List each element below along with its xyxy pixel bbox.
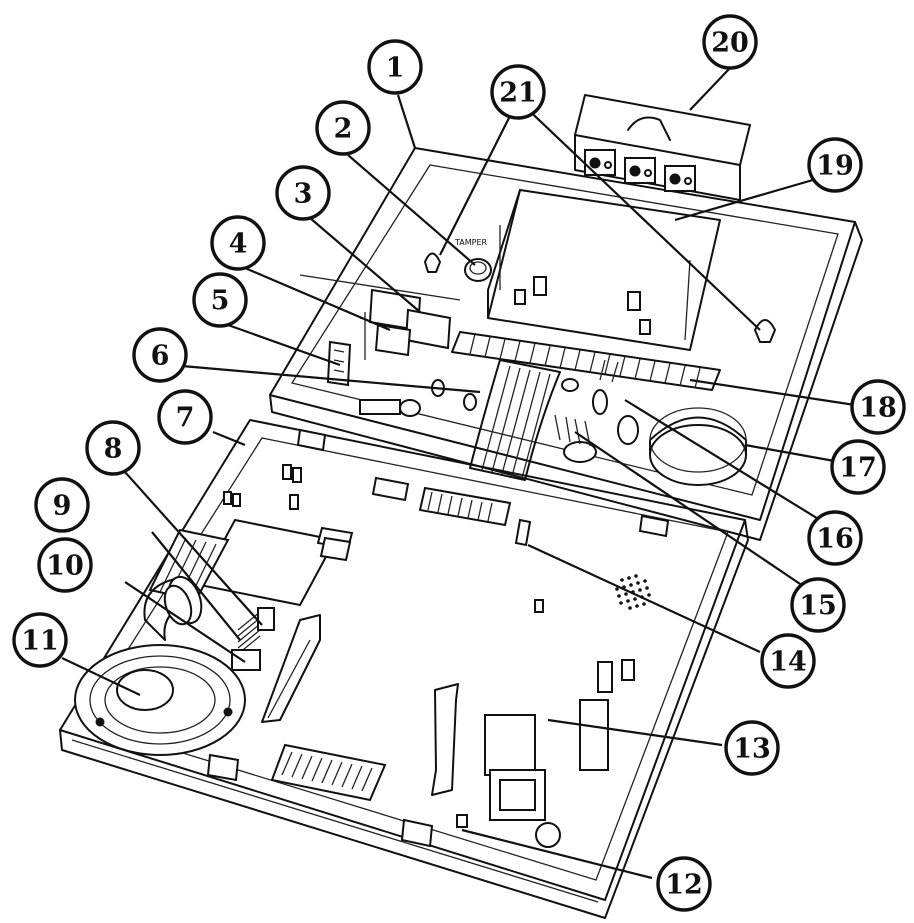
callout-3-number: 3 — [294, 179, 313, 210]
grille-dot — [643, 579, 647, 583]
callout-20: 20 — [702, 14, 758, 70]
callout-17: 17 — [830, 439, 886, 495]
callout-12: 12 — [656, 856, 712, 912]
front-header — [371, 476, 512, 527]
callout-8: 8 — [85, 420, 141, 476]
callout-1: 1 — [367, 39, 423, 95]
grille-dot — [645, 586, 649, 590]
terminal-cover — [574, 94, 751, 201]
callout-16: 16 — [807, 510, 863, 566]
callout-4: 4 — [210, 215, 266, 271]
callout-5: 5 — [192, 272, 248, 328]
callout-9: 9 — [34, 477, 90, 533]
tamper-label: TAMPER — [454, 238, 488, 247]
capacitor-9 — [143, 575, 203, 641]
callout-1-number: 1 — [386, 53, 405, 84]
callout-2-number: 2 — [334, 114, 353, 145]
callout-19: 19 — [807, 137, 863, 193]
power-supply-module — [487, 189, 721, 351]
grille-dot — [638, 588, 642, 592]
grille-dot — [617, 594, 621, 598]
grille-dot — [647, 593, 651, 597]
callout-14-number: 14 — [769, 647, 807, 678]
callout-8-number: 8 — [104, 434, 123, 465]
grille-dot — [626, 599, 630, 603]
tamper-switch: TAMPER — [424, 238, 776, 343]
dip-socket — [270, 743, 387, 802]
callout-4-number: 4 — [229, 229, 248, 260]
component-13 — [456, 659, 635, 848]
callout-18: 18 — [850, 379, 906, 435]
callout-6-number: 6 — [151, 341, 170, 372]
leader-lines — [61, 67, 856, 880]
callout-5-number: 5 — [211, 286, 230, 317]
callout-18-number: 18 — [859, 393, 897, 424]
grille-dot — [635, 604, 639, 608]
callout-16-number: 16 — [816, 524, 854, 555]
buzzer-grille — [615, 574, 651, 610]
callout-11: 11 — [12, 612, 68, 668]
grille-dot — [627, 576, 631, 580]
grille-dot — [615, 587, 619, 591]
grille-dot — [620, 578, 624, 582]
callout-21-number: 21 — [499, 78, 537, 109]
callout-11-number: 11 — [21, 626, 59, 657]
callout-14: 14 — [760, 633, 816, 689]
callout-10-number: 10 — [46, 551, 84, 582]
callout-12-number: 12 — [665, 870, 703, 901]
grille-dot — [619, 601, 623, 605]
ribbon-cable — [469, 359, 561, 481]
speaker — [74, 644, 246, 756]
grille-dot — [629, 583, 633, 587]
callout-15: 15 — [790, 577, 846, 633]
callout-19-number: 19 — [816, 151, 854, 182]
callout-13: 13 — [724, 720, 780, 776]
rear-housing — [269, 147, 863, 541]
callout-9-number: 9 — [53, 491, 72, 522]
callout-6: 6 — [132, 327, 188, 383]
callout-15-number: 15 — [799, 591, 837, 622]
grille-dot — [636, 581, 640, 585]
callout-7-number: 7 — [176, 403, 195, 434]
callout-10: 10 — [37, 537, 93, 593]
callout-7: 7 — [157, 389, 213, 445]
grille-dot — [634, 574, 638, 578]
front-housing — [59, 419, 749, 919]
callout-2: 2 — [315, 100, 371, 156]
board-slots — [261, 614, 459, 796]
grille-dot — [642, 602, 646, 606]
grille-dot — [624, 592, 628, 596]
callout-13-number: 13 — [733, 734, 771, 765]
transformer — [649, 407, 747, 486]
callout-21: 21 — [490, 64, 546, 120]
grille-dot — [628, 606, 632, 610]
callout-20-number: 20 — [711, 28, 749, 59]
callout-3: 3 — [275, 165, 331, 221]
callout-17-number: 17 — [839, 453, 877, 484]
front-clips — [206, 428, 670, 848]
grille-dot — [633, 597, 637, 601]
rear-components — [359, 359, 639, 463]
terminal-strip — [451, 331, 721, 391]
